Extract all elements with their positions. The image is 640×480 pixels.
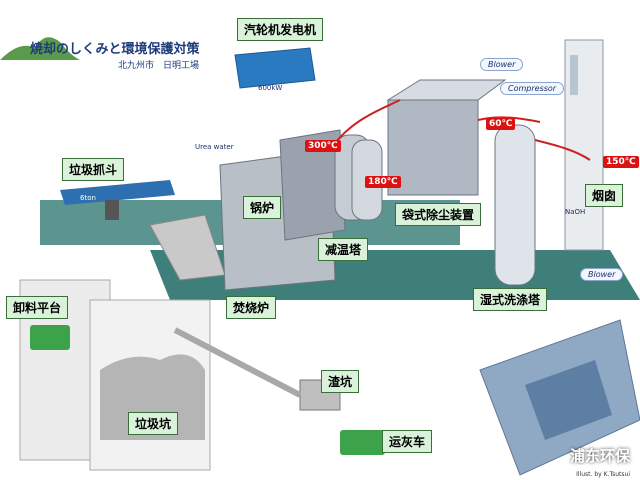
label-incinerator: 焚烧炉	[226, 296, 277, 319]
crane-rail	[60, 180, 175, 205]
label-ash-truck: 运灰车	[382, 430, 433, 453]
page-subtitle: 北九州市 日明工場	[118, 61, 200, 71]
chimney-window	[570, 55, 578, 95]
flue-pipe-2	[477, 116, 541, 123]
label-crane: 垃圾抓斗	[62, 158, 125, 181]
label-cooling-tower: 减温塔	[318, 238, 369, 261]
crane-rail-label: 6ton	[80, 194, 96, 202]
label-chimney: 烟囱	[585, 184, 624, 207]
temp-tag-1: 300℃	[305, 140, 341, 152]
garbage-truck	[30, 325, 70, 350]
label-unloading: 卸料平台	[6, 296, 69, 319]
turbine-generator	[234, 47, 316, 89]
waste-heap	[100, 354, 205, 440]
label-bag-filter: 袋式除尘装置	[395, 203, 482, 226]
temp-tag-4: 150℃	[603, 156, 639, 168]
watermark: 浦东环保	[569, 447, 630, 465]
naoh-label: NaOH	[565, 208, 586, 216]
label-ash-pit: 渣坑	[321, 370, 360, 393]
temp-tag-2: 180℃	[365, 176, 401, 188]
urea-label: Urea water	[195, 143, 234, 151]
temp-tag-3: 60℃	[486, 118, 516, 130]
bag-filter-top	[386, 79, 507, 101]
label-scrubber: 湿式洗涤塔	[473, 288, 548, 311]
bag-filter-body	[387, 99, 479, 196]
boiler-upper	[279, 129, 346, 241]
blower-pill-2: Blower	[580, 268, 624, 281]
ash-truck-graphic	[340, 430, 385, 455]
label-waste-pit: 垃圾坑	[128, 412, 179, 435]
label-turbine: 汽轮机发电机	[237, 18, 324, 41]
flue-pipe-3	[534, 139, 591, 161]
illustration-credit: Illust. by K.Tsutsui	[576, 471, 630, 478]
blower-pill-1: Blower	[480, 58, 524, 71]
crane-grab	[105, 200, 119, 220]
ash-conveyor	[173, 327, 302, 398]
page-title: 焼却のしくみと環境保護対策	[30, 42, 200, 57]
mountain-graphic	[0, 37, 80, 60]
plant-building	[525, 360, 612, 440]
compressor-pill: Compressor	[500, 82, 565, 95]
label-boiler: 锅炉	[243, 196, 282, 219]
scrubber-column	[494, 124, 536, 286]
power-label: 600kW	[258, 84, 283, 92]
